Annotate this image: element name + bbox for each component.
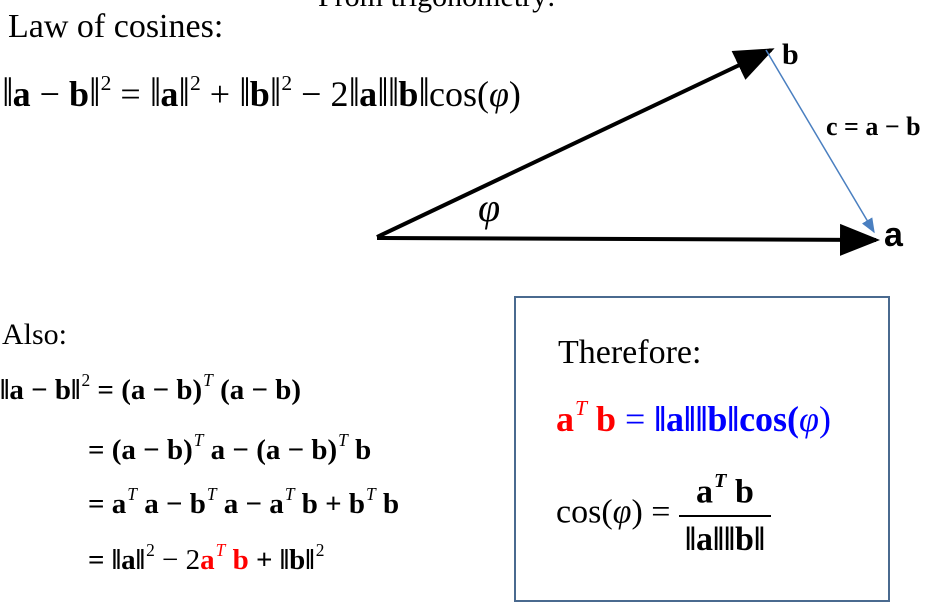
also-line-1: ‖a − b‖2 = (a − b)T (a − b) — [0, 370, 302, 407]
law-of-cosines-equation: ‖a − b‖2 = ‖a‖2 + ‖b‖2 − 2‖a‖‖b‖cos(φ) — [2, 69, 521, 115]
therefore-box — [514, 296, 890, 602]
vector-triangle-diagram — [376, 48, 880, 256]
cosine-equation: cos(φ) = aT b ‖a‖‖b‖ — [556, 470, 771, 559]
also-line-4: = ‖a‖2 − 2aT b + ‖b‖2 — [88, 540, 325, 577]
therefore-title: Therefore: — [558, 334, 702, 371]
law-of-cosines-title: Law of cosines: — [8, 8, 224, 45]
label-phi-angle: φ — [478, 185, 501, 230]
vector-c-arrow — [765, 49, 875, 234]
label-b: b — [782, 38, 799, 71]
also-line-2: = (a − b)T a − (a − b)T b — [88, 430, 372, 467]
dot-product-equation: aT b = ‖a‖‖b‖cos(φ) — [556, 396, 831, 440]
vector-b-arrow — [376, 48, 775, 239]
vector-a-arrow — [376, 223, 880, 256]
cosine-fraction: aT b ‖a‖‖b‖ — [678, 470, 771, 559]
label-a: a — [884, 216, 903, 254]
label-c-equals-a-minus-b: c = a − b — [826, 112, 921, 141]
header-partial-text: From trigonometry: — [318, 0, 555, 14]
also-line-3: = aT a − bT a − aT b + bT b — [88, 484, 400, 521]
also-title: Also: — [2, 318, 68, 351]
